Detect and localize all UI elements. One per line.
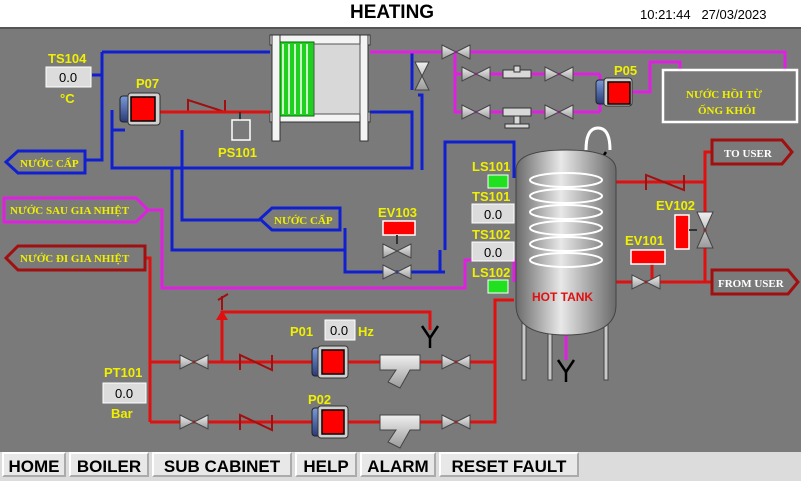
ev103-label: EV103 (378, 205, 417, 220)
tag-nuoc-cap-left-text: NƯỚC CẤP (20, 157, 79, 170)
tag-nuoc-di-gia-nhiet-text: NƯỚC ĐI GIA NHIỆT (20, 252, 130, 265)
valve-p01-in[interactable] (179, 354, 209, 370)
valve-lower-2[interactable] (544, 104, 574, 120)
tank-label: HOT TANK (532, 290, 593, 304)
valve-upper-1[interactable] (461, 66, 491, 82)
boiler-button[interactable]: BOILER (69, 452, 149, 477)
valve-lower-1[interactable] (461, 104, 491, 120)
ev103-actuator[interactable] (382, 220, 416, 236)
p02-label: P02 (308, 392, 331, 407)
process-diagram: HOT TANK 0.0 0.0 0.0 0.0 0.0 (2, 34, 800, 449)
value-boxes (45, 66, 515, 404)
ts101-label: TS101 (472, 189, 510, 204)
pump-p07[interactable] (119, 92, 161, 126)
pump-p05[interactable] (595, 77, 633, 107)
pt101-label: PT101 (104, 365, 142, 380)
valve-upper-2[interactable] (544, 66, 574, 82)
valve-p02-in[interactable] (179, 414, 209, 430)
heat-exchanger (269, 34, 371, 142)
tag-to-user: TO USER (710, 138, 794, 166)
tag-nuoc-hoi-line2: ỐNG KHÓI (698, 104, 756, 117)
ls102-label: LS102 (472, 265, 510, 280)
pt101-value: 0.0 (115, 386, 133, 401)
ls101-label: LS101 (472, 159, 510, 174)
tag-nuoc-cap-mid-text: NƯỚC CẤP (274, 214, 333, 227)
valve-hx-top[interactable] (441, 44, 471, 60)
alarm-button[interactable]: ALARM (360, 452, 436, 477)
p05-label: P05 (614, 63, 637, 78)
tag-nuoc-sau-gia-nhiet-text: NƯỚC SAU GIA NHIỆT (10, 204, 130, 217)
clock: 10:21:44 27/03/2023 (640, 7, 767, 22)
tag-to-user-text: TO USER (724, 148, 773, 160)
ls102-indicator (487, 279, 509, 294)
relief-valve (216, 293, 229, 320)
y-strainers (379, 354, 421, 449)
valve-ev103-b[interactable] (382, 264, 412, 280)
p01-label: P01 (290, 324, 313, 339)
ps101-sensor (231, 112, 251, 141)
ps101-label: PS101 (218, 145, 257, 160)
valves[interactable] (179, 44, 714, 430)
pt101-unit: Bar (111, 406, 133, 421)
page-title: HEATING (350, 2, 435, 23)
help-button[interactable]: HELP (295, 452, 357, 477)
valve-ev102[interactable] (696, 211, 714, 249)
pump-p01[interactable] (311, 345, 349, 379)
valve-p02-out[interactable] (441, 414, 471, 430)
tag-nuoc-cap-left: NƯỚC CẤP (3, 149, 87, 175)
tee-fittings (502, 65, 532, 129)
ev102-actuator[interactable] (674, 214, 690, 250)
clock-time: 10:21:44 (640, 7, 691, 22)
ls101-indicator (487, 174, 509, 189)
ev102-label: EV102 (656, 198, 695, 213)
valve-p01-out[interactable] (441, 354, 471, 370)
header-bar: HEATING 10:21:44 27/03/2023 (0, 0, 801, 29)
home-button[interactable]: HOME (2, 452, 66, 477)
check-valves (187, 98, 685, 432)
tag-nuoc-hoi: NƯỚC HỒI TỪ ỐNG KHÓI (661, 68, 799, 124)
valve-ev103-a[interactable] (382, 243, 412, 259)
p01-freq-unit: Hz (358, 324, 374, 339)
red-pipes (145, 150, 712, 424)
ev101-actuator[interactable] (630, 249, 666, 265)
tag-from-user-text: FROM USER (718, 278, 785, 290)
ts102-label: TS102 (472, 227, 510, 242)
pump-p02[interactable] (311, 405, 349, 439)
ts104-value: 0.0 (59, 70, 77, 85)
ev101-label: EV101 (625, 233, 664, 248)
sub-cabinet-button[interactable]: SUB CABINET (152, 452, 292, 477)
ts101-value: 0.0 (484, 207, 502, 222)
reset-fault-button[interactable]: RESET FAULT (439, 452, 579, 477)
tag-nuoc-sau-gia-nhiet: NƯỚC SAU GIA NHIỆT (2, 196, 151, 224)
valve-hx-vertical[interactable] (414, 61, 430, 91)
ts104-unit: °C (60, 91, 75, 106)
tag-nuoc-hoi-line1: NƯỚC HỒI TỪ (686, 88, 762, 101)
tag-nuoc-di-gia-nhiet: NƯỚC ĐI GIA NHIỆT (3, 244, 147, 272)
tag-nuoc-cap-mid: NƯỚC CẤP (257, 206, 342, 232)
valve-ev101[interactable] (631, 274, 661, 290)
bottom-nav: HOME BOILER SUB CABINET HELP ALARM RESET… (0, 452, 801, 481)
p07-label: P07 (136, 76, 159, 91)
ts102-value: 0.0 (484, 245, 502, 260)
ts104-label: TS104 (48, 51, 87, 66)
p01-freq-value: 0.0 (330, 323, 348, 338)
hot-tank: HOT TANK (515, 126, 617, 381)
clock-date: 27/03/2023 (701, 7, 767, 22)
tag-from-user: FROM USER (710, 268, 800, 296)
